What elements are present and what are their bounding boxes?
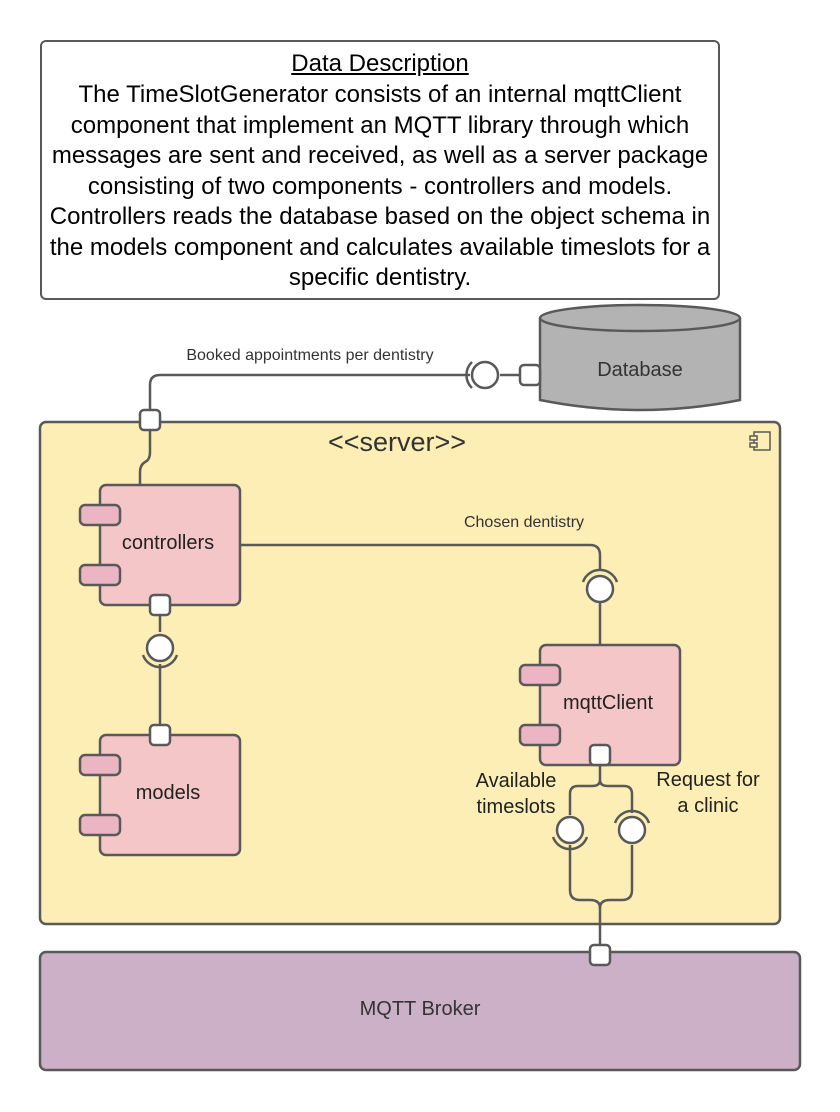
wire-controllers-boundary	[138, 430, 152, 485]
models-tab-top	[78, 753, 122, 777]
available-timeslots-label-line2: timeslots	[477, 796, 556, 818]
models-port	[148, 723, 172, 747]
controllers-models-socket	[141, 654, 179, 669]
request-clinic-socket	[613, 809, 651, 824]
server-package-label: <<server>>	[328, 427, 466, 457]
data-description-title: Data Description	[291, 50, 469, 77]
chosen-dentistry-label: Chosen dentistry	[464, 514, 584, 531]
controllers-models-ball	[145, 633, 175, 663]
server-boundary-port	[138, 408, 162, 432]
controllers-label: controllers	[122, 532, 214, 554]
database-port	[518, 363, 542, 387]
controllers-tab-bottom	[78, 563, 122, 587]
database-label: Database	[597, 359, 683, 381]
component-icon	[749, 431, 771, 451]
models-label: models	[136, 782, 200, 804]
chosen-dentistry-socket	[581, 568, 619, 583]
request-clinic-ball	[617, 815, 647, 845]
booked-appointments-label: Booked appointments per dentistry	[186, 347, 433, 364]
available-timeslots-label-line1: Available	[476, 770, 557, 792]
controllers-port	[148, 593, 172, 617]
controllers-tab-top	[78, 503, 122, 527]
data-description-body: The TimeSlotGenerator consists of an int…	[49, 81, 711, 291]
mqttclient-tab-bottom	[518, 723, 562, 747]
request-clinic-label-line1: Request for	[656, 769, 760, 791]
booked-appointments-socket	[465, 361, 473, 389]
booked-appointments-ball	[470, 360, 500, 390]
mqttclient-label: mqttClient	[563, 692, 653, 714]
models-component	[78, 733, 242, 857]
mqtt-broker-port	[588, 943, 612, 967]
database-cylinder	[538, 303, 742, 412]
wire-request-down	[598, 845, 634, 909]
wire-booked-appointments	[148, 373, 470, 410]
chosen-dentistry-ball	[585, 574, 615, 604]
models-tab-bottom	[78, 813, 122, 837]
mqttclient-port	[588, 743, 612, 767]
mqtt-broker-label: MQTT Broker	[360, 998, 481, 1020]
available-timeslots-ball	[555, 815, 585, 845]
mqttclient-component	[518, 643, 682, 767]
data-description-box	[40, 40, 720, 300]
available-timeslots-socket	[551, 836, 589, 851]
mqttclient-tab-top	[518, 663, 562, 687]
wire-chosen-dentistry	[240, 543, 602, 570]
controllers-component	[78, 483, 242, 607]
request-clinic-label-line2: a clinic	[677, 795, 738, 817]
mqtt-broker-box	[38, 950, 802, 1072]
wire-request-up	[598, 779, 634, 813]
